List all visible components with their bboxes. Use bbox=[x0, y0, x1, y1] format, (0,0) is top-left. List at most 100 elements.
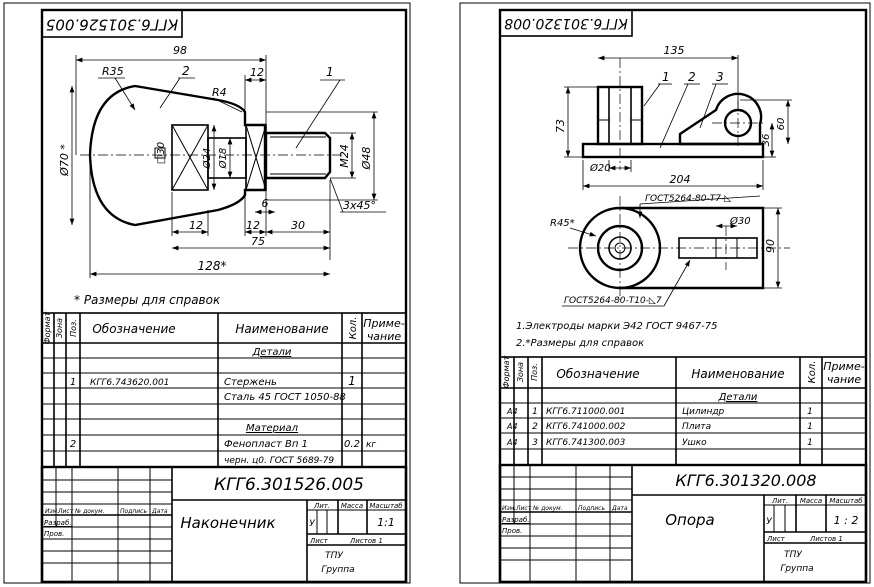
c-doc-2: № докум. bbox=[532, 505, 563, 512]
dim-d18: Ø18 bbox=[217, 148, 229, 170]
row1-qty: 1 bbox=[348, 374, 356, 388]
row-pos: 3 bbox=[532, 438, 538, 448]
row-name: Плита bbox=[682, 422, 711, 432]
callout-3b: 3 bbox=[716, 70, 724, 84]
c-izm-2: Изм. bbox=[502, 505, 516, 512]
stamp-title-2: Опора bbox=[665, 511, 715, 529]
h-qty-2: Кол. bbox=[807, 361, 818, 384]
table-row: А4 3 КГГ6.741300.003 Ушко 1 bbox=[506, 438, 813, 448]
c-sign: Подпись bbox=[120, 508, 147, 515]
row-name: Ушко bbox=[682, 438, 707, 448]
stamp-org1-2: ТПУ bbox=[784, 550, 802, 560]
stamp-scale-2: 1 : 2 bbox=[834, 514, 859, 527]
row-des: КГГ6.711000.001 bbox=[546, 407, 625, 417]
row-fmt: А4 bbox=[506, 407, 518, 416]
dimensions-right-top: ГОСТ5264-80-Т7-◺ R45* Ø30 90 ГОСТ5264-80… bbox=[550, 194, 782, 307]
note-electrodes: 1.Электроды марки Э42 ГОСТ 9467-75 bbox=[516, 321, 718, 332]
part-nakonechnik bbox=[80, 84, 345, 227]
row-des: КГГ6.741000.002 bbox=[546, 422, 626, 432]
stamp-org1: ТПУ bbox=[325, 551, 343, 561]
dim-75: 75 bbox=[251, 235, 265, 248]
h-name-2: Наименование bbox=[691, 367, 784, 381]
row2-pos: 2 bbox=[70, 439, 76, 450]
table-row: А4 2 КГГ6.741000.002 Плита 1 bbox=[506, 422, 813, 432]
h-zone: Зона bbox=[55, 318, 64, 338]
dim-30: 30 bbox=[291, 219, 305, 232]
row-qty: 1 bbox=[807, 407, 813, 417]
h-note-2: Приме-чание bbox=[823, 360, 864, 386]
callout-1: 1 bbox=[326, 65, 334, 79]
row2-note: кг bbox=[366, 440, 376, 450]
reference-note: * Размеры для справок bbox=[74, 293, 221, 307]
table-row: А4 1 КГГ6.711000.001 Цилиндр 1 bbox=[506, 407, 813, 417]
section-details-2: Детали bbox=[718, 392, 758, 403]
stamp-scale-h: Масштаб bbox=[369, 502, 403, 510]
dim-73: 73 bbox=[554, 119, 567, 133]
h-format-2: Формат bbox=[502, 355, 511, 388]
c-date: Дата bbox=[151, 508, 168, 515]
title-block-right: Изм. Лист № докум. Подпись Дата Разраб. … bbox=[498, 463, 868, 584]
weld-1: ГОСТ5264-80-Т7-◺ bbox=[645, 194, 731, 204]
section-material: Материал bbox=[246, 423, 299, 434]
r-dev-2: Разраб. bbox=[502, 516, 530, 524]
dim-90: 90 bbox=[764, 239, 777, 253]
c-list-2: Лист bbox=[515, 505, 532, 512]
row1-name: Стержень bbox=[224, 377, 277, 388]
h-pos-2: Поз. bbox=[530, 363, 539, 381]
rotated-code-box-2 bbox=[499, 9, 633, 37]
row1-designation: КГГ6.743620.001 bbox=[90, 378, 169, 388]
row-qty: 1 bbox=[807, 438, 813, 448]
stamp-code-2: КГГ6.301320.008 bbox=[675, 471, 816, 490]
assembly-front-view bbox=[581, 58, 765, 170]
dim-135: 135 bbox=[664, 44, 685, 57]
stamp-org2: Группа bbox=[321, 565, 354, 575]
sheet-right-trim bbox=[459, 2, 871, 584]
c-izm: Изм. bbox=[45, 508, 59, 515]
row-des: КГГ6.741300.003 bbox=[546, 438, 626, 448]
stamp-sheets-2: Листов 1 bbox=[809, 535, 843, 543]
dimensions-right-front: 135 1 2 3 73 36 60 Ø20 bbox=[554, 44, 792, 190]
dim-chamfer: 3x45° bbox=[343, 199, 376, 212]
stamp-code: КГГ6.301526.005 bbox=[214, 475, 364, 495]
assembly-top-view bbox=[568, 196, 790, 300]
stamp-mass-2: Масса bbox=[800, 497, 822, 505]
stamp-mass: Масса bbox=[341, 502, 363, 510]
rotated-code-2: КГГ6.301320.008 bbox=[504, 15, 628, 31]
h-format: Формат bbox=[43, 311, 52, 344]
stamp-scale: 1:1 bbox=[377, 516, 395, 529]
dim-d20: Ø20 bbox=[589, 162, 611, 174]
stamp-sheet: Лист bbox=[309, 537, 329, 545]
row-pos: 1 bbox=[532, 407, 538, 417]
dim-d70: Ø70 * bbox=[58, 144, 71, 177]
dim-r4: R4 bbox=[212, 86, 227, 99]
title-block-left: Изм. Лист № докум. Подпись Дата Разраб. … bbox=[40, 465, 408, 584]
stamp-lit-v: У bbox=[309, 519, 315, 529]
stamp-sheet-2: Лист bbox=[766, 535, 786, 543]
dim-12-a: 12 bbox=[189, 219, 203, 232]
lug bbox=[678, 92, 763, 146]
c-list: Лист bbox=[57, 508, 74, 515]
dim-r45: R45* bbox=[550, 218, 575, 229]
r-dev: Разраб. bbox=[44, 519, 72, 527]
r-chk-2: Пров. bbox=[502, 527, 522, 535]
threaded-shank bbox=[264, 131, 332, 180]
h-zone-2: Зона bbox=[516, 362, 525, 382]
row-fmt: А4 bbox=[506, 422, 518, 431]
row-qty: 1 bbox=[807, 422, 813, 432]
row2-qty: 0.2 bbox=[344, 439, 360, 450]
dim-6: 6 bbox=[262, 197, 269, 210]
dim-12-top: 12 bbox=[250, 66, 264, 79]
r-chk: Пров. bbox=[44, 530, 64, 538]
h-pos: Поз. bbox=[69, 319, 78, 337]
row2-name: Фенопласт Вп 1 bbox=[224, 439, 308, 450]
dim-d48: Ø48 bbox=[360, 147, 373, 171]
dim-d30: Ø30 bbox=[729, 215, 751, 227]
note-reference: 2.*Размеры для справок bbox=[516, 338, 644, 349]
h-designation-2: Обозначение bbox=[556, 367, 639, 381]
row1-name2: Сталь 45 ГОСТ 1050-88 bbox=[224, 392, 346, 403]
h-designation: Обозначение bbox=[92, 322, 175, 336]
section-details: Детали bbox=[252, 347, 292, 358]
dim-36: 36 bbox=[761, 134, 772, 147]
c-sign-2: Подпись bbox=[578, 505, 605, 512]
